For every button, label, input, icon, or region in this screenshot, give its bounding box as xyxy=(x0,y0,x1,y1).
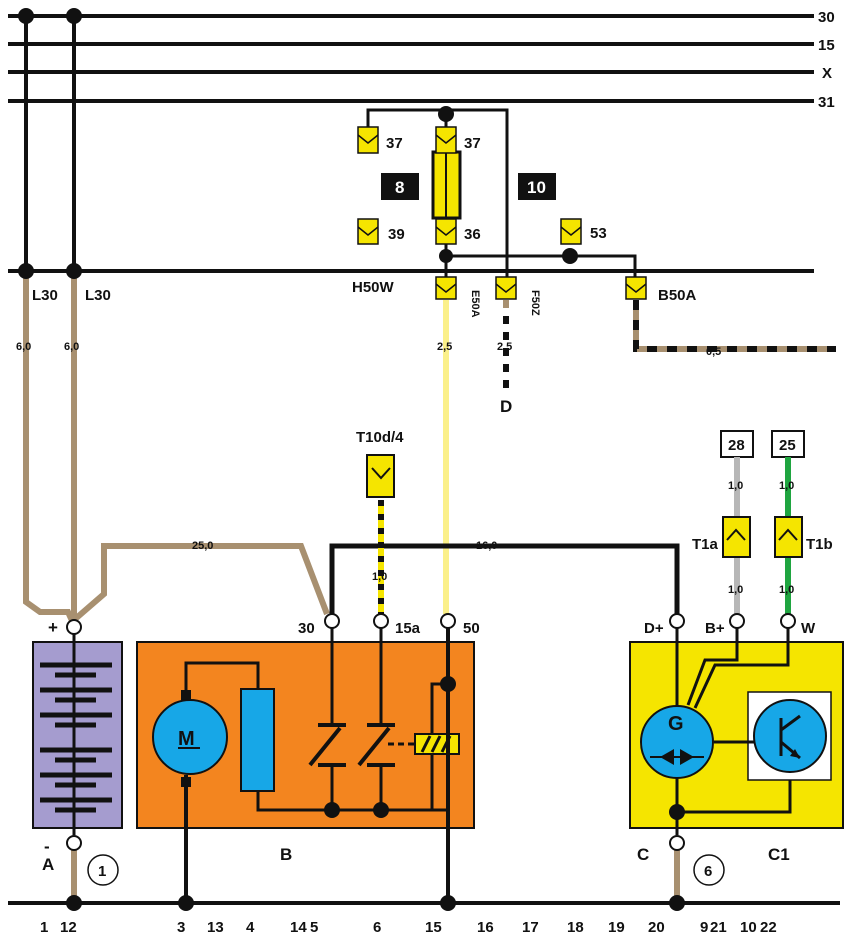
connector-t10: T10d/4 xyxy=(356,429,404,446)
wire-size-6: 25,0 xyxy=(192,540,213,552)
fuse-box-10 xyxy=(518,173,556,200)
bus-label-x: X xyxy=(822,65,832,82)
connector-t1b: T1b xyxy=(806,536,833,553)
ruler-tick: 4 xyxy=(246,919,255,936)
ruler-tick: 22 xyxy=(760,919,777,936)
battery xyxy=(32,619,123,911)
alternator xyxy=(629,613,844,911)
wire-size-3: 2,5 xyxy=(437,341,452,353)
alternator-cable xyxy=(329,543,680,614)
ruler-tick: 1 xyxy=(40,919,48,936)
wire-size-10: 1,0 xyxy=(779,480,794,492)
alternator-number-circle xyxy=(693,854,725,886)
ruler-tick: 14 xyxy=(290,919,307,936)
ruler-tick: 3 xyxy=(177,919,185,936)
connector-39: 39 xyxy=(388,226,405,243)
ruler-tick: 10 xyxy=(740,919,757,936)
battery-label: A xyxy=(42,855,54,874)
fuse-area xyxy=(366,106,637,290)
terminal-30: 30 xyxy=(298,620,315,637)
starter-label: B xyxy=(280,845,292,864)
wire-size-12: 1,0 xyxy=(779,584,794,596)
ref-d: D xyxy=(500,397,512,416)
motor-symbol: M xyxy=(178,728,195,750)
alternator-number: 6 xyxy=(704,863,712,880)
wire-size-8: 1,0 xyxy=(372,571,387,583)
l30-label-a: L30 xyxy=(32,287,58,304)
terminal-b-plus: B+ xyxy=(705,620,725,637)
terminal-minus: - xyxy=(44,837,50,856)
wire-size-5: 0,5 xyxy=(706,346,721,358)
l30-wires xyxy=(18,8,82,627)
ref-box-25 xyxy=(771,430,805,458)
connector-53: 53 xyxy=(590,225,607,242)
battery-cable xyxy=(72,543,330,623)
line-f50z: F50Z xyxy=(529,290,541,316)
fuse-box-8 xyxy=(381,173,419,200)
bus-label-15: 15 xyxy=(818,37,835,54)
ruler-tick: 21 xyxy=(710,919,727,936)
terminal-d-plus: D+ xyxy=(644,620,664,637)
line-b50a: B50A xyxy=(658,287,697,304)
ref-28: 28 xyxy=(728,437,745,454)
connector-t1a: T1a xyxy=(692,536,719,553)
ruler-tick: 12 xyxy=(60,919,77,936)
ruler-tick: 15 xyxy=(425,919,442,936)
ruler-tick: 6 xyxy=(373,919,381,936)
ref-box-28 xyxy=(720,430,754,458)
alternator-label: C xyxy=(637,845,649,864)
battery-number: 1 xyxy=(98,863,106,880)
bus-lines xyxy=(8,14,840,905)
starter-motor xyxy=(136,613,475,911)
t1a-connector xyxy=(722,516,751,558)
fuse-box-10-label: 10 xyxy=(527,178,546,197)
ruler-tick: 20 xyxy=(648,919,665,936)
wire-size-11: 1,0 xyxy=(728,584,743,596)
ruler-tick: 19 xyxy=(608,919,625,936)
wire-size-4: 2,5 xyxy=(497,341,512,353)
wire-size-7: 16,0 xyxy=(476,540,497,552)
connector-37-a: 37 xyxy=(386,135,403,152)
connector-icons xyxy=(357,126,647,300)
wire-size-9: 1,0 xyxy=(728,480,743,492)
terminal-15a: 15a xyxy=(395,620,421,637)
connector-37-b: 37 xyxy=(464,135,481,152)
wire-size-1: 6,0 xyxy=(16,341,31,353)
terminal-50: 50 xyxy=(463,620,480,637)
ruler-tick: 9 xyxy=(700,919,708,936)
ruler-tick: 13 xyxy=(207,919,224,936)
t1b-connector xyxy=(774,516,803,558)
generator-symbol: G xyxy=(668,713,684,735)
connector-36: 36 xyxy=(464,226,481,243)
ruler: 1 12 3 13 4 14 5 6 15 16 17 18 19 20 9 2… xyxy=(40,919,777,936)
fuse-box-8-label: 8 xyxy=(395,178,404,197)
terminal-plus: + xyxy=(48,618,58,637)
line-h50w: H50W xyxy=(352,279,395,296)
ruler-tick: 18 xyxy=(567,919,584,936)
bus-label-30: 30 xyxy=(818,9,835,26)
l30-label-b: L30 xyxy=(85,287,111,304)
ruler-tick: 17 xyxy=(522,919,539,936)
b50a-wire xyxy=(633,300,836,352)
line-e50a: E50A xyxy=(469,290,481,318)
bus-label-31: 31 xyxy=(818,94,835,111)
regulator-label: C1 xyxy=(768,845,790,864)
battery-number-circle xyxy=(87,854,119,886)
ruler-tick: 5 xyxy=(310,919,318,936)
ref-25: 25 xyxy=(779,437,796,454)
ruler-tick: 16 xyxy=(477,919,494,936)
wire-size-2: 6,0 xyxy=(64,341,79,353)
terminal-w: W xyxy=(801,620,816,637)
